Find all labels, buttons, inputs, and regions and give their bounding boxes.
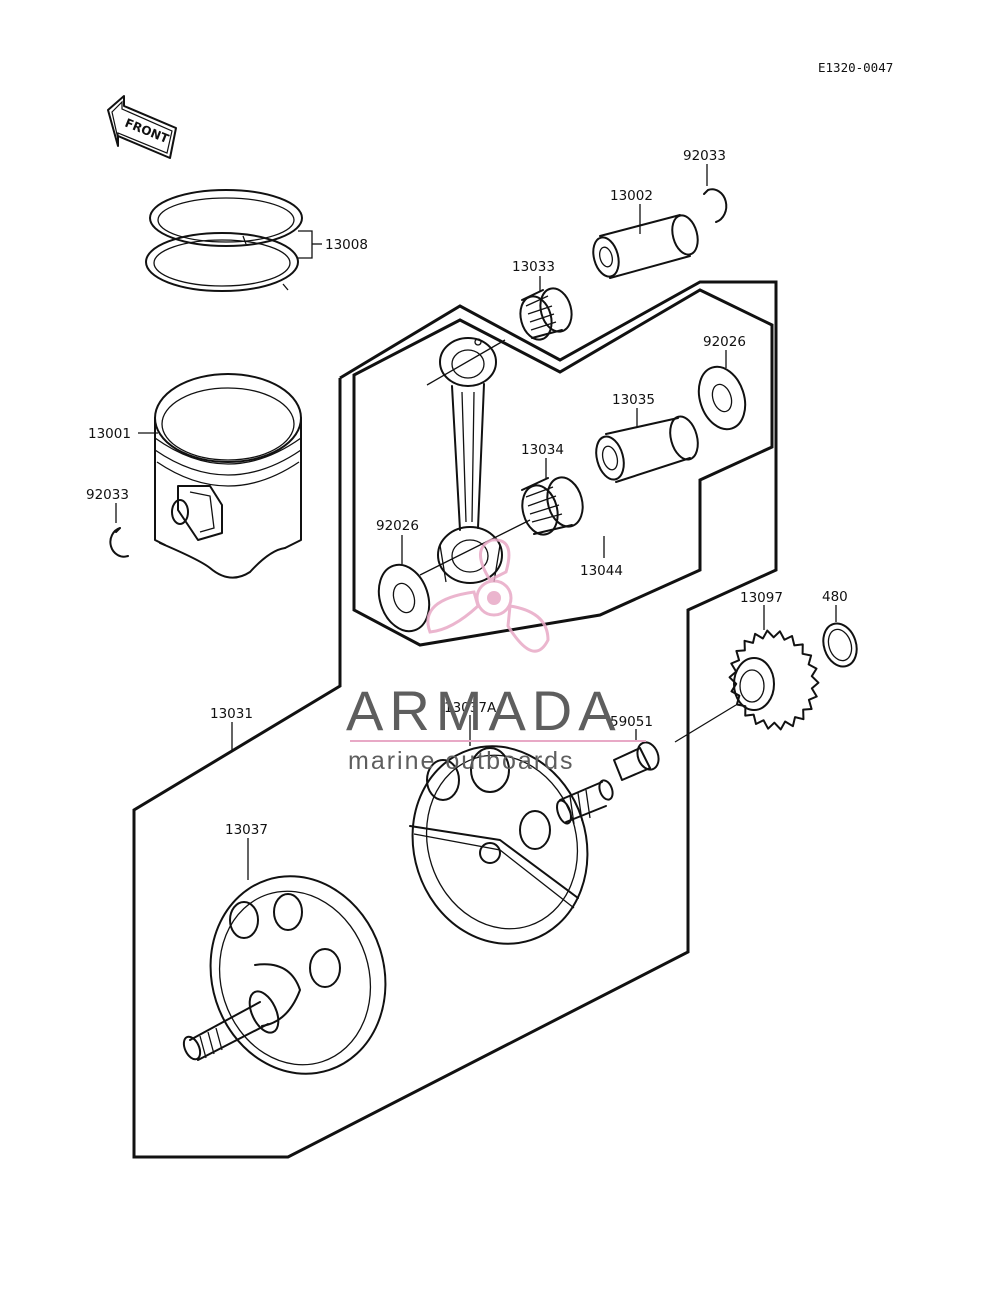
crank-pin (595, 415, 699, 483)
front-arrow-icon: FRONT (107, 95, 177, 159)
circlip-480 (822, 622, 858, 668)
crank-half-left (182, 875, 387, 1075)
label-59051: 59051 (610, 714, 653, 730)
piston (154, 373, 302, 579)
label-480: 480 (822, 589, 848, 605)
diagram-code: E1320-0047 (818, 60, 893, 75)
armada-propeller-icon (426, 538, 550, 653)
small-end-bearing (519, 287, 573, 341)
circlip-right (703, 188, 728, 223)
crank-gear (728, 629, 820, 731)
watermark-tagline: marine outboards (348, 747, 575, 775)
group-13031-border (132, 280, 778, 1159)
thrust-washer-right (697, 365, 747, 431)
label-13001: 13001 (88, 426, 131, 442)
label-92033-right: 92033 (683, 148, 726, 164)
label-13035: 13035 (612, 392, 655, 408)
label-13033: 13033 (512, 259, 555, 275)
label-92033-left: 92033 (86, 487, 129, 503)
watermark-brand: ARMADA (346, 679, 622, 742)
label-13031: 13031 (210, 706, 253, 722)
label-13034: 13034 (521, 442, 564, 458)
label-13037A: 13037A (444, 700, 497, 716)
label-92026-right: 92026 (703, 334, 746, 350)
circlip-left (109, 527, 129, 558)
connecting-rod (437, 337, 503, 584)
label-13097: 13097 (740, 590, 783, 606)
group-13044-border (352, 288, 774, 647)
label-13008: 13008 (325, 237, 368, 253)
label-13044: 13044 (580, 563, 623, 579)
label-13002: 13002 (610, 188, 653, 204)
crank-half-right (409, 745, 614, 945)
label-92026-left: 92026 (376, 518, 419, 534)
thrust-washer-left (377, 563, 431, 633)
label-13037: 13037 (225, 822, 268, 838)
woodruff-key (613, 741, 660, 781)
big-end-bearing (521, 476, 584, 536)
piston-pin (592, 214, 699, 279)
piston-rings (145, 189, 303, 292)
